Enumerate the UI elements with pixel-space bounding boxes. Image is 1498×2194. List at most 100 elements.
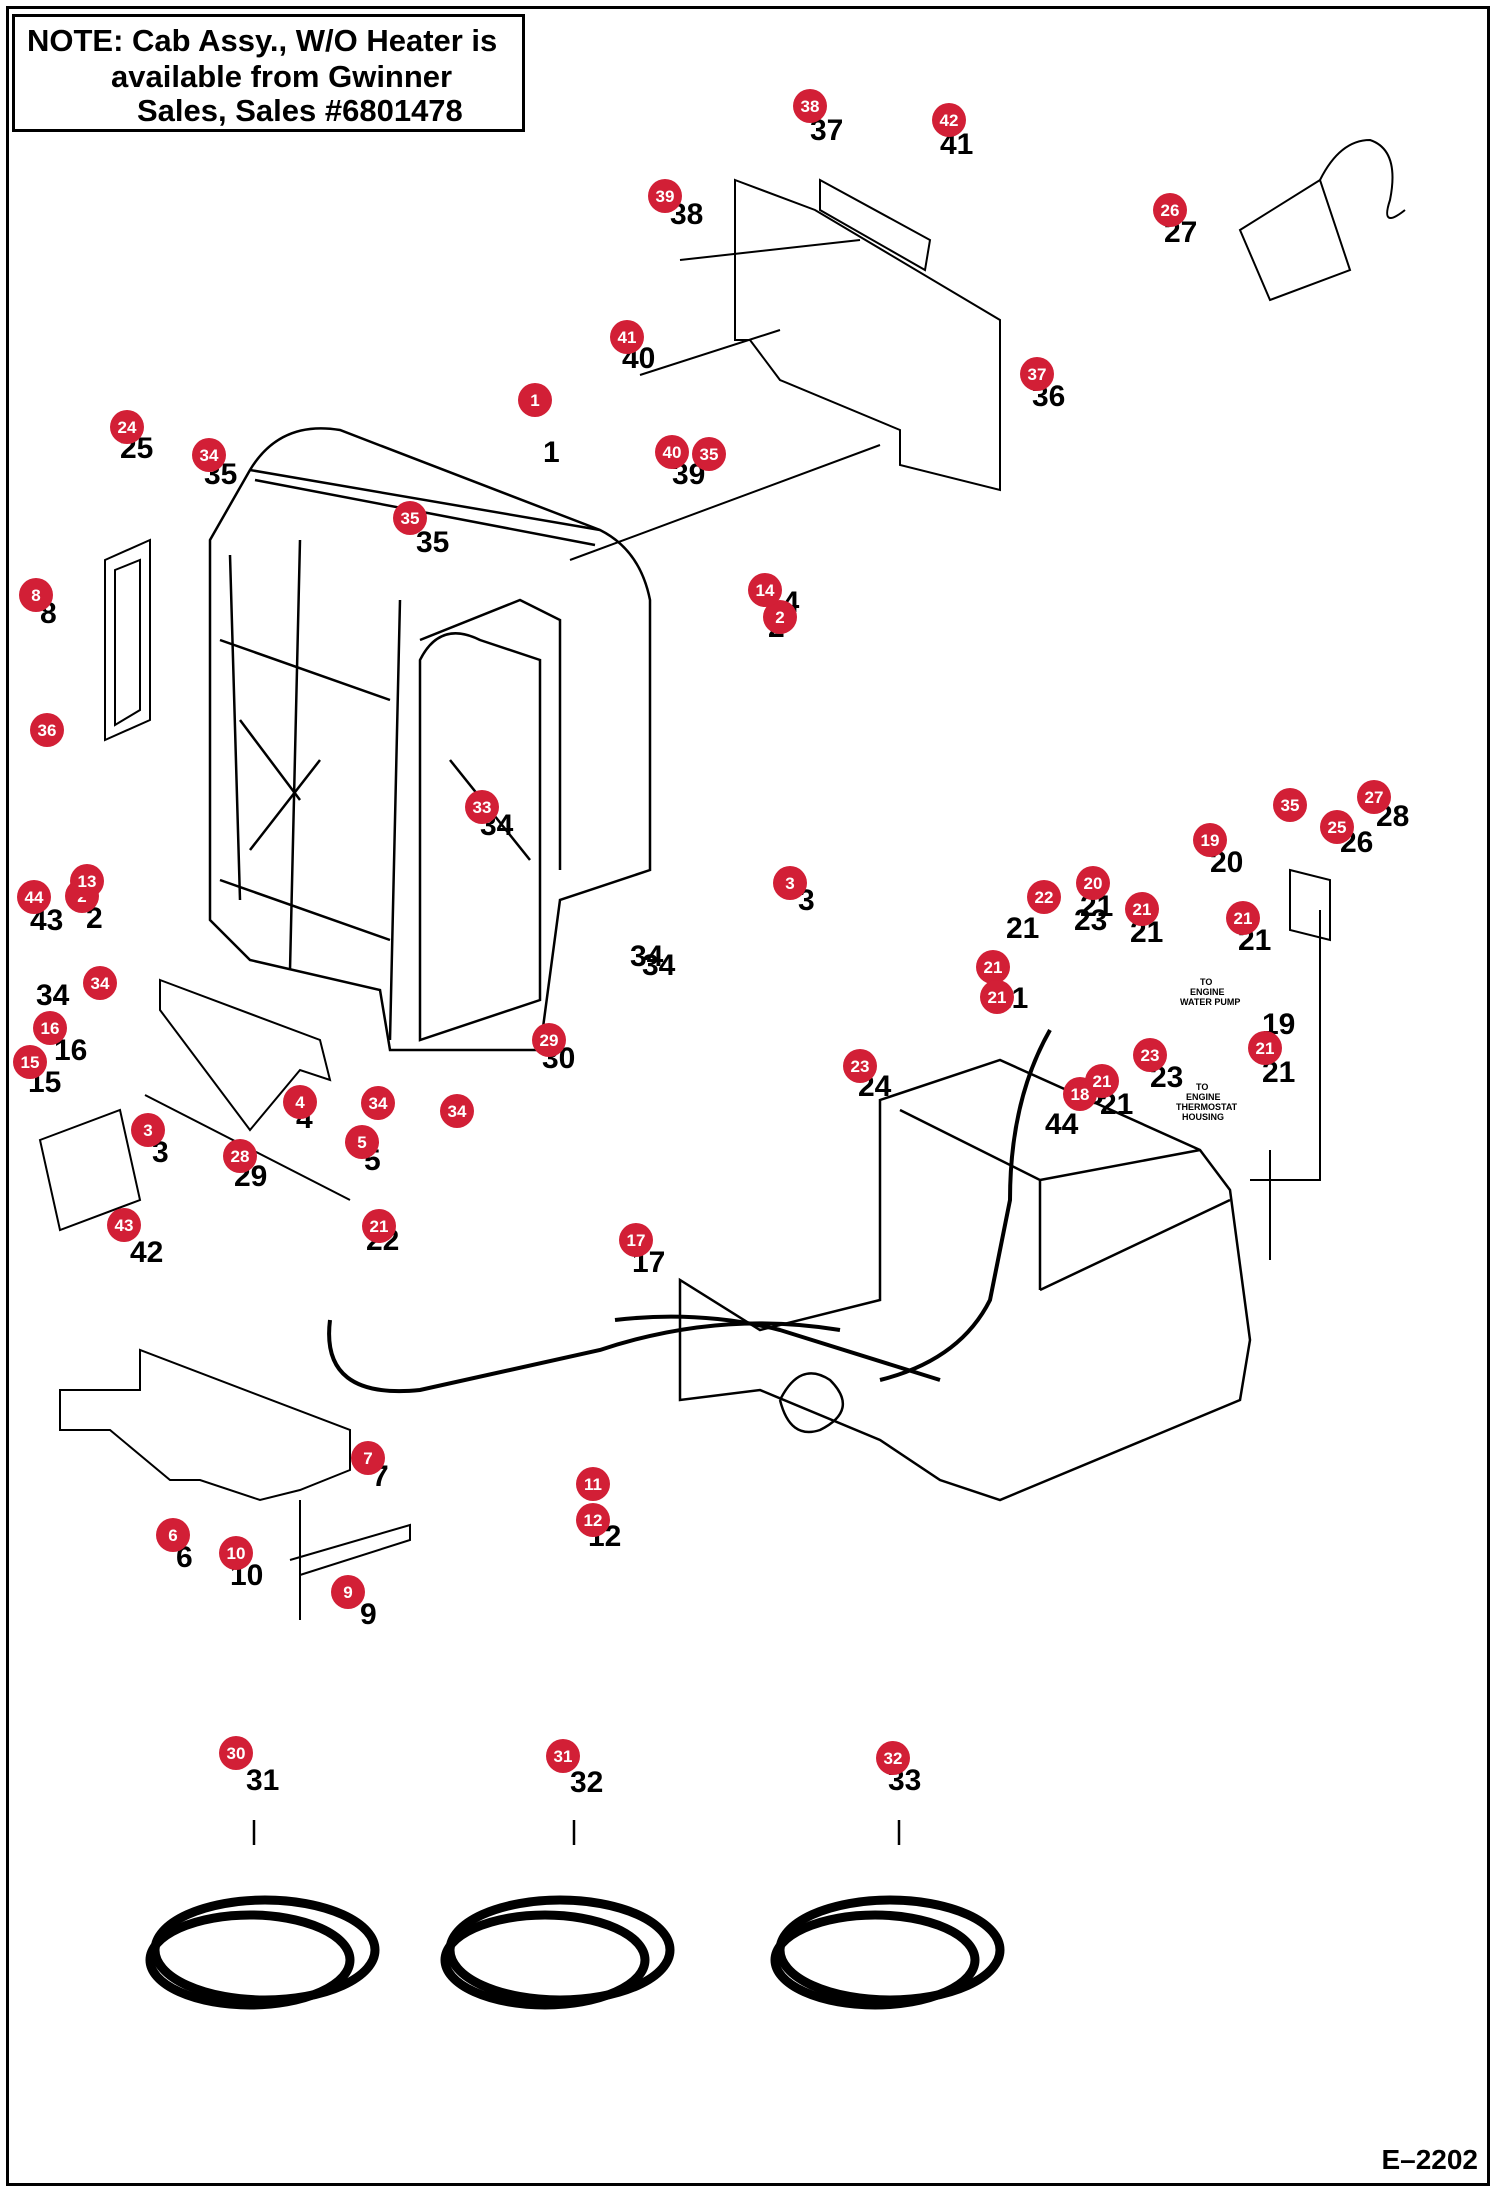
callout-marker — [70, 864, 104, 898]
callout-number: 40 — [663, 443, 682, 462]
callout-5: 5 — [345, 1125, 379, 1159]
part-number-9: 9 — [360, 1598, 377, 1631]
callout-number: 31 — [554, 1747, 573, 1766]
callout-20: 20 — [1076, 866, 1110, 900]
callout-number: 23 — [1141, 1046, 1160, 1065]
callout-marker — [1125, 892, 1159, 926]
callout-number: 36 — [38, 721, 57, 740]
callout-13: 13 — [70, 864, 104, 898]
part-number-34: 34 — [36, 979, 70, 1012]
callout-marker — [655, 435, 689, 469]
callout-1: 1 — [518, 383, 552, 417]
callout-number: 2 — [775, 608, 784, 627]
callout-marker — [1357, 780, 1391, 814]
callout-marker — [156, 1518, 190, 1552]
part-number-44: 44 — [1045, 1108, 1079, 1141]
callout-number: 29 — [540, 1031, 559, 1050]
seal-coils — [145, 1895, 1005, 2010]
callout-number: 3 — [785, 874, 794, 893]
callout-41: 41 — [610, 320, 644, 354]
callout-number: 12 — [584, 1511, 603, 1530]
callout-marker — [351, 1441, 385, 1475]
part-number-35: 35 — [416, 526, 449, 559]
callout-number: 7 — [363, 1449, 372, 1468]
callout-40: 40 — [655, 435, 689, 469]
callout-marker — [773, 866, 807, 900]
callout-number: 34 — [448, 1102, 467, 1121]
callout-number: 34 — [91, 974, 110, 993]
callout-marker — [110, 410, 144, 444]
part-number-23: 23 — [1074, 904, 1107, 937]
callout-marker — [1193, 823, 1227, 857]
part-number-34: 34 — [642, 949, 676, 982]
callout-37: 37 — [1020, 357, 1054, 391]
callout-number: 3 — [143, 1121, 152, 1140]
callout-number: 13 — [78, 872, 97, 891]
callout-14: 14 — [748, 573, 782, 607]
callout-marker — [331, 1575, 365, 1609]
callout-4: 4 — [283, 1085, 317, 1119]
callout-10: 10 — [219, 1536, 253, 1570]
callout-marker — [692, 437, 726, 471]
callout-number: 37 — [1028, 365, 1047, 384]
callout-number: 35 — [1281, 796, 1300, 815]
callout-number: 35 — [401, 509, 420, 528]
part-number-42: 42 — [130, 1236, 163, 1269]
callout-marker — [107, 1208, 141, 1242]
rear-panel — [569, 178, 1001, 561]
note-line-1: NOTE: Cab Assy., W/O Heater is — [27, 23, 498, 58]
callout-number: 5 — [357, 1133, 366, 1152]
callout-number: 17 — [627, 1231, 646, 1250]
callout-marker — [532, 1023, 566, 1057]
note-line-3: Sales, Sales #6801478 — [137, 93, 463, 128]
callout-number: 10 — [227, 1544, 246, 1563]
callout-21: 21 — [976, 950, 1010, 984]
callout-7: 7 — [351, 1441, 385, 1475]
callout-43: 43 — [107, 1208, 141, 1242]
callout-marker — [546, 1739, 580, 1773]
callout-21: 21 — [980, 980, 1014, 1014]
callout-marker — [1027, 880, 1061, 914]
callout-marker — [362, 1209, 396, 1243]
callout-17: 17 — [619, 1223, 653, 1257]
callout-number: 11 — [584, 1475, 602, 1494]
callout-marker — [33, 1011, 67, 1045]
callout-39: 39 — [648, 179, 682, 213]
annotation-thermostat: TO ENGINE THERMOSTAT HOUSING — [1176, 1082, 1238, 1122]
part-number-21: 21 — [1006, 912, 1039, 945]
annotation-water-pump: TO ENGINE WATER PUMP — [1180, 977, 1240, 1007]
callout-number: 19 — [1201, 831, 1220, 850]
callout-9: 9 — [331, 1575, 365, 1609]
leader-lines — [252, 1820, 901, 1845]
callout-number: 41 — [618, 328, 637, 347]
page-frame — [6, 6, 1490, 2186]
callout-23: 23 — [1133, 1038, 1167, 1072]
callout-35: 35 — [1273, 788, 1307, 822]
callout-marker — [219, 1736, 253, 1770]
callout-marker — [440, 1094, 474, 1128]
part-number-32: 32 — [570, 1766, 603, 1799]
callout-markers: 1223345678910111213141516171819202121212… — [13, 89, 1391, 1775]
callout-3: 3 — [131, 1113, 165, 1147]
callout-marker — [619, 1223, 653, 1257]
window-seal — [104, 538, 151, 742]
callout-marker — [576, 1503, 610, 1537]
callout-38: 38 — [793, 89, 827, 123]
callout-marker — [648, 179, 682, 213]
callout-2: 2 — [763, 600, 797, 634]
callout-number: 34 — [200, 446, 219, 465]
annotation-thermostat-line-2: ENGINE — [1186, 1092, 1221, 1102]
callout-number: 6 — [168, 1526, 177, 1545]
callout-29: 29 — [532, 1023, 566, 1057]
callout-6: 6 — [156, 1518, 190, 1552]
callout-34: 34 — [83, 966, 117, 1000]
callout-21: 21 — [1085, 1064, 1119, 1098]
callout-number: 21 — [370, 1217, 389, 1236]
callout-marker — [19, 578, 53, 612]
callout-marker — [932, 103, 966, 137]
note-box: NOTE: Cab Assy., W/O Heater is available… — [12, 14, 525, 132]
callout-marker — [30, 713, 64, 747]
callout-35: 35 — [692, 437, 726, 471]
callout-number: 22 — [1035, 888, 1054, 907]
